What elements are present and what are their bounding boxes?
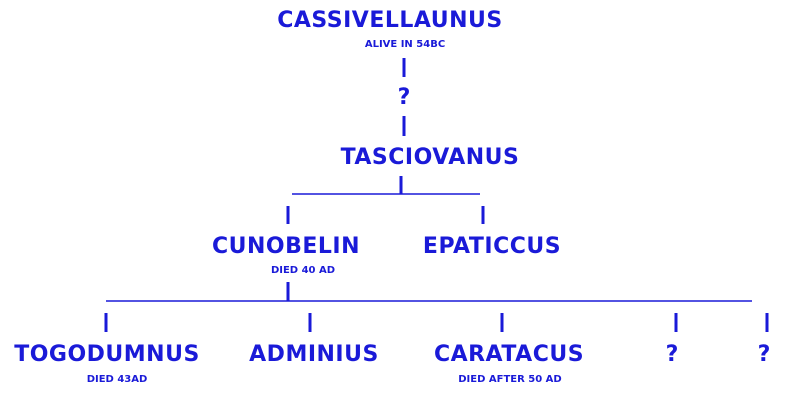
person-adminius: ADMINIUS (249, 342, 379, 367)
person-unknown-2: ? (758, 342, 771, 367)
person-tasciovanus: TASCIOVANUS (341, 145, 520, 170)
note-cunobelin: DIED 40 AD (271, 265, 335, 276)
unknown-generation-mark: ? (398, 85, 411, 110)
person-cunobelin: CUNOBELIN (212, 234, 360, 259)
person-togodumnus: TOGODUMNUS (14, 342, 200, 367)
note-cassivellaunus: ALIVE IN 54BC (365, 39, 445, 50)
person-caratacus: CARATACUS (434, 342, 584, 367)
person-unknown-1: ? (666, 342, 679, 367)
person-epaticcus: EPATICCUS (423, 234, 561, 259)
note-caratacus: DIED AFTER 50 AD (458, 374, 561, 385)
note-togodumnus: DIED 43AD (87, 374, 148, 385)
person-cassivellaunus: CASSIVELLAUNUS (277, 8, 503, 33)
